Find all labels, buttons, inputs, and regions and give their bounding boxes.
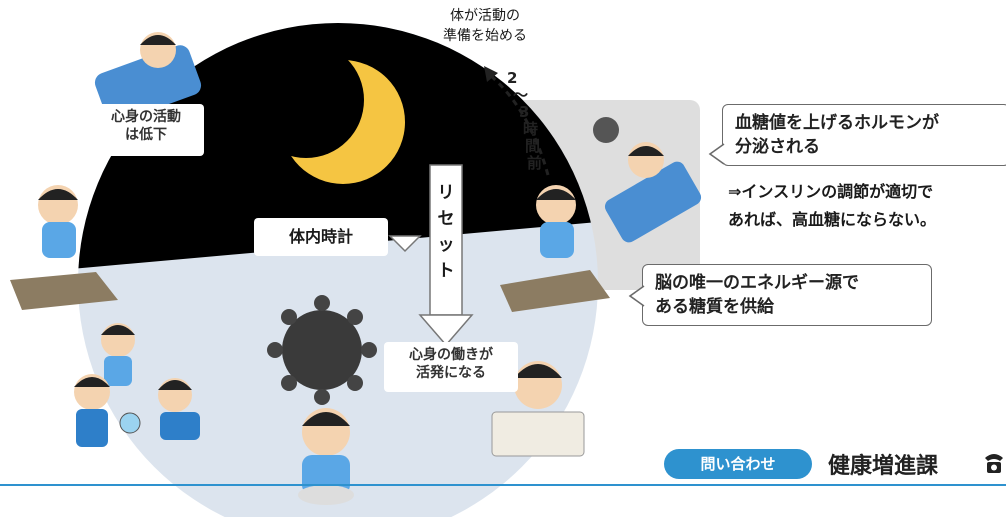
arc-label-char: 3: [519, 103, 530, 121]
hormone-callout-tail: [708, 143, 725, 165]
reset-char: ッ: [437, 235, 455, 255]
reset-arrow-icon: [418, 164, 474, 347]
arc-label: 2 〜 3 時 間 前: [505, 70, 545, 172]
arc-label-char: 〜: [513, 86, 529, 104]
insulin-note-line-1: ⇒インスリンの調節が適切で: [728, 182, 934, 201]
reading-child-icon: [491, 361, 585, 457]
reset-char: ト: [437, 261, 455, 281]
hormone-callout-line-1: 血糖値を上げるホルモンが: [735, 113, 939, 133]
department-name: 健康増進課: [828, 454, 939, 479]
hormone-callout: 血糖値を上げるホルモンが 分泌される: [722, 104, 1006, 166]
day-label-line-2: 活発になる: [416, 365, 486, 381]
hormone-callout-line-2: 分泌される: [735, 137, 820, 157]
arc-label-char: 2: [507, 69, 518, 87]
sleeping-child-icon: [94, 32, 202, 123]
child-with-bowl-icon: [298, 408, 354, 505]
reset-char: セ: [437, 209, 455, 229]
moon-icon: [248, 42, 405, 184]
brain-callout-line-1: 脳の唯一のエネルギー源で: [655, 273, 859, 293]
arc-label-char: 間: [525, 137, 541, 155]
brain-callout-line-2: ある糖質を供給: [655, 297, 774, 317]
day-label: 心身の働きが 活発になる: [384, 342, 518, 392]
dashed-arc: [489, 73, 550, 176]
day-label-line-1: 心身の働きが: [409, 347, 493, 363]
insulin-note-line-2: あれば、高血糖にならない。: [728, 210, 937, 229]
top-caption: 体が活動の 準備を始める: [400, 6, 570, 46]
arc-label-char: 前: [527, 154, 543, 172]
sleep-label: 心身の活動 は低下: [88, 104, 204, 156]
sleep-label-line-1: 心身の活動: [111, 109, 181, 125]
insulin-note: ⇒インスリンの調節が適切で あれば、高血糖にならない。: [728, 178, 1006, 234]
clock-pointer: [388, 235, 422, 253]
eating-child-right-icon: [500, 185, 610, 312]
brain-callout-tail: [628, 285, 645, 307]
waking-child-icon: [593, 117, 702, 243]
reset-char: リ: [437, 183, 455, 203]
clock-label: 体内時計: [254, 218, 388, 256]
top-caption-line-1: 体が活動の: [450, 8, 520, 24]
eating-child-left-icon: [10, 185, 118, 310]
playing-children-icon: [74, 323, 200, 447]
arc-label-char: 時: [523, 120, 539, 138]
sun-icon: [267, 295, 377, 405]
sleep-label-line-2: は低下: [125, 127, 167, 143]
arc-arrow-head: [484, 66, 498, 82]
top-caption-line-2: 準備を始める: [443, 28, 527, 44]
phone-icon: [985, 454, 1003, 473]
brain-callout: 脳の唯一のエネルギー源で ある糖質を供給: [642, 264, 932, 326]
contact-button[interactable]: 問い合わせ: [664, 449, 812, 479]
reset-label: リ セ ッ ト: [430, 180, 462, 284]
